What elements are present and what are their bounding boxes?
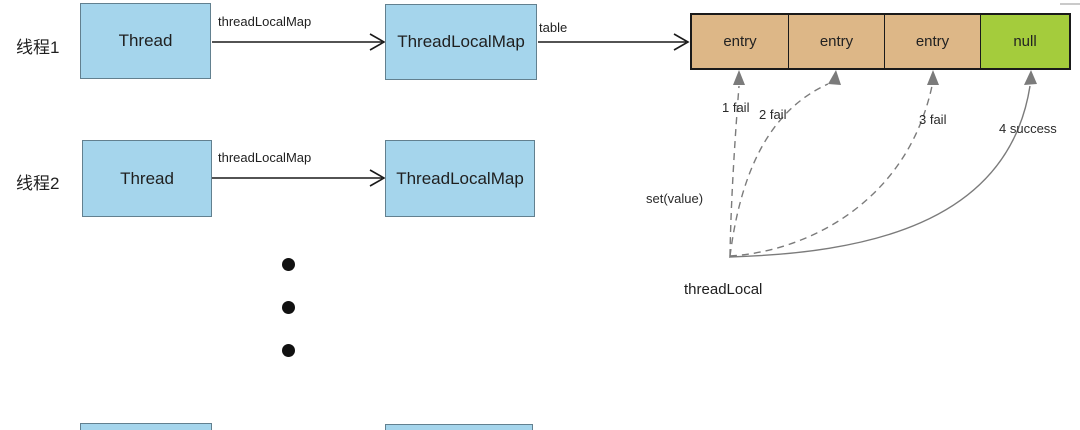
thread3-box-partial [80, 423, 212, 430]
threadlocalmap1-box: ThreadLocalMap [385, 4, 537, 80]
thread1-box-label: Thread [118, 31, 173, 50]
entry-table: entry entry entry null [690, 13, 1071, 70]
threadlocalmap2-box: ThreadLocalMap [385, 140, 535, 217]
threadlocalmap3-box-partial [385, 424, 533, 430]
thread2-box-label: Thread [120, 168, 174, 188]
ellipsis-dot-1 [282, 258, 295, 271]
probe-label-2-fail: 2 fail [759, 107, 787, 122]
probe-label-4-success: 4 success [999, 121, 1057, 136]
thread1-box: Thread [80, 3, 211, 79]
null-cell: null [980, 15, 1069, 68]
probe-arrowhead-4 [1024, 70, 1037, 85]
arrowhead-map1-to-table [673, 33, 690, 51]
arrowhead-thread2-to-map [369, 169, 386, 187]
thread1-pointer-label: threadLocalMap [218, 14, 312, 29]
arrowhead-thread1-to-map [369, 33, 386, 51]
probe-label-3-fail: 3 fail [919, 112, 947, 127]
table-pointer-label: table [539, 20, 568, 35]
entry-cell-1: entry [692, 15, 788, 68]
entry-cell-2: entry [788, 15, 884, 68]
ellipsis-dot-2 [282, 301, 295, 314]
thread2-pointer-label: threadLocalMap [218, 150, 312, 165]
ellipsis-dot-3 [282, 344, 295, 357]
threadlocal-source-label: threadLocal [684, 281, 763, 298]
thread1-row-label: 线程1 [16, 38, 60, 57]
entry-cell-3: entry [884, 15, 980, 68]
probe-arrowhead-2 [828, 70, 841, 85]
threadlocalmap2-box-label: ThreadLocalMap [396, 168, 524, 188]
thread2-box: Thread [82, 140, 212, 217]
thread2-row-label: 线程2 [16, 174, 60, 193]
threadlocalmap1-box-label: ThreadLocalMap [397, 32, 525, 51]
set-value-label: set(value) [646, 191, 704, 206]
probe-label-1-fail: 1 fail [722, 100, 750, 115]
probe-arrowhead-3 [927, 70, 939, 85]
probe-arrowhead-1 [733, 70, 745, 85]
